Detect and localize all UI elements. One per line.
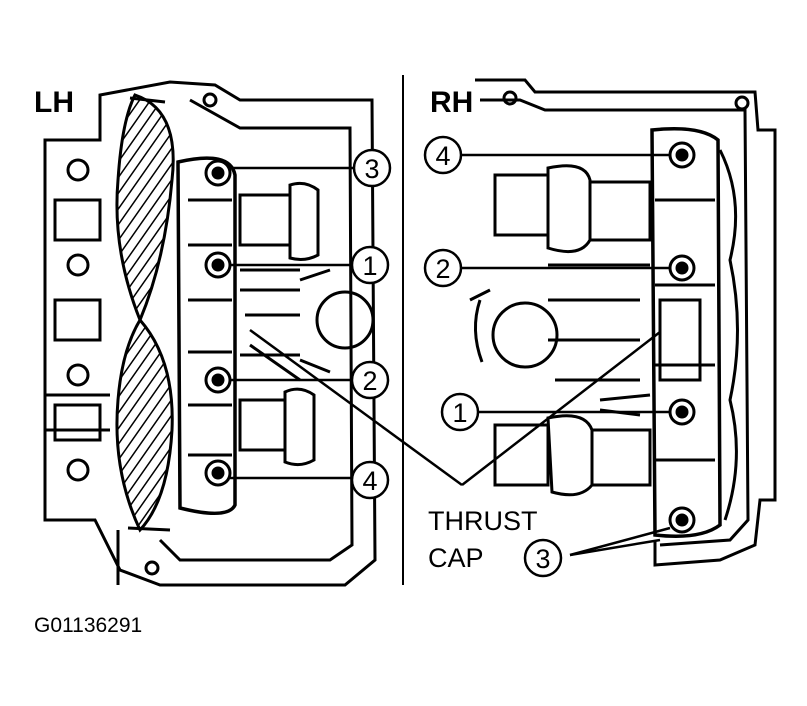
rh-callout-2 bbox=[423, 248, 463, 288]
rh-callout-3-text: 3 bbox=[535, 544, 550, 574]
rh-leader-lines bbox=[460, 153, 671, 557]
lh-callout-2 bbox=[350, 360, 390, 400]
lh-callouts bbox=[350, 148, 392, 500]
rh-callout-4-text: 4 bbox=[435, 141, 450, 171]
lh-callout-1 bbox=[350, 245, 390, 285]
lh-callout-3 bbox=[352, 148, 392, 188]
rh-callout-1-text: 1 bbox=[452, 398, 467, 428]
thrust-label-line1: THRUST bbox=[428, 506, 538, 536]
thrust-label-line2: CAP bbox=[428, 543, 484, 573]
lh-callout-3-text: 3 bbox=[364, 154, 379, 184]
rh-callout-2-text: 2 bbox=[435, 254, 450, 284]
rh-callout-1 bbox=[440, 392, 480, 432]
lh-label: LH bbox=[34, 86, 74, 119]
lh-callout-2-text: 2 bbox=[362, 366, 377, 396]
rh-cylinder-head bbox=[469, 78, 777, 567]
lh-callout-4 bbox=[350, 460, 390, 500]
lh-callout-1-text: 1 bbox=[362, 251, 377, 281]
rh-label: RH bbox=[430, 86, 473, 119]
rh-callouts bbox=[423, 135, 563, 578]
lh-leader-lines bbox=[230, 166, 463, 487]
lh-cap-bolts bbox=[204, 159, 232, 487]
rh-callout-4 bbox=[423, 135, 463, 175]
lh-callout-4-text: 4 bbox=[362, 466, 377, 496]
figure-code: G01136291 bbox=[34, 614, 142, 637]
rh-callout-3 bbox=[523, 538, 563, 578]
lh-cylinder-head bbox=[43, 80, 377, 587]
rh-cap-bolts bbox=[668, 141, 696, 534]
